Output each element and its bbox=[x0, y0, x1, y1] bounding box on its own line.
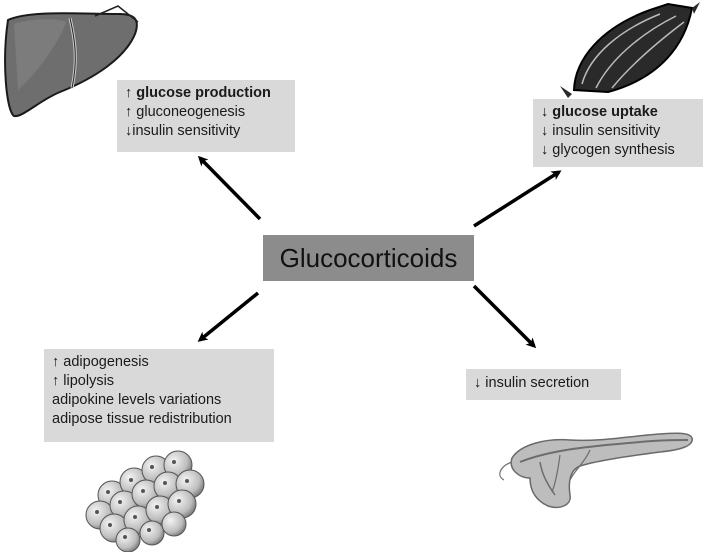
liver-effect-2: ↑ gluconeogenesis bbox=[125, 104, 246, 120]
pancreas-effects-box: ↓ insulin secretion bbox=[466, 369, 621, 400]
adipose-effect-4: adipose tissue redistribution bbox=[52, 411, 232, 427]
pancreas-effect-1: ↓ insulin secretion bbox=[474, 375, 590, 391]
adipose-effect-1: ↑ adipogenesis bbox=[52, 354, 149, 370]
glucocorticoids-node: Glucocorticoids bbox=[263, 235, 474, 281]
adipose-effect-2: ↑ lipolysis bbox=[52, 373, 115, 389]
muscle-effects-box: ↓ glucose uptake ↓ insulin sensitivity ↓… bbox=[533, 99, 703, 167]
muscle-effect-1: ↓ glucose uptake bbox=[541, 104, 658, 120]
arrow-to-adipose bbox=[197, 291, 260, 342]
liver-effects-box: ↑ glucose production ↑ gluconeogenesis ↓… bbox=[117, 80, 295, 152]
arrow-to-muscle bbox=[473, 170, 562, 228]
arrow-to-liver bbox=[197, 155, 262, 221]
muscle-icon bbox=[560, 2, 700, 98]
muscle-effect-3: ↓ glycogen synthesis bbox=[541, 142, 675, 158]
adipose-effect-3: adipokine levels variations bbox=[52, 392, 222, 408]
adipose-effects-box: ↑ adipogenesis ↑ lipolysis adipokine lev… bbox=[44, 349, 274, 442]
pancreas-icon bbox=[499, 432, 693, 509]
liver-icon bbox=[4, 5, 139, 118]
liver-effect-3: ↓insulin sensitivity bbox=[125, 123, 241, 139]
adipocytes-icon bbox=[85, 450, 205, 552]
arrow-to-pancreas bbox=[472, 284, 537, 349]
liver-effect-1: ↑ glucose production bbox=[125, 85, 271, 101]
muscle-effect-2: ↓ insulin sensitivity bbox=[541, 123, 661, 139]
